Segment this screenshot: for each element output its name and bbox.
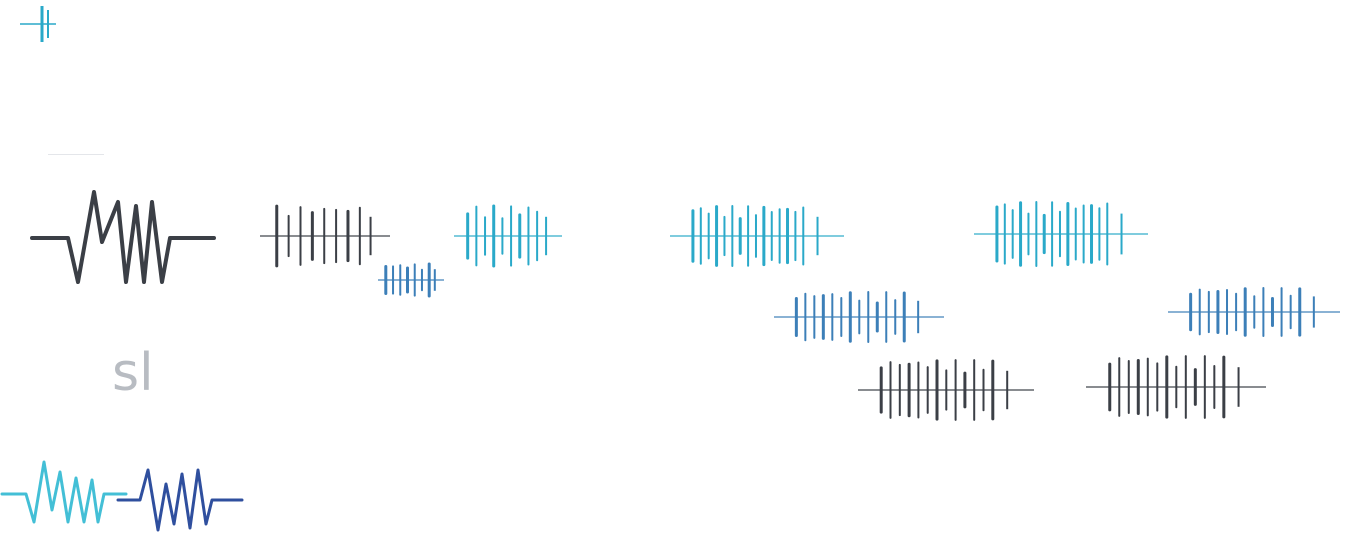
text-fragment: sl: [112, 343, 154, 403]
waveform-sprite-dark-2: [858, 359, 1034, 421]
waveform-sprite-blue-small: [378, 262, 444, 298]
large-waveform-icon: [30, 190, 216, 284]
divider-line: [48, 154, 104, 155]
waveform-sprite-blue-2: [1168, 287, 1340, 337]
small-waveform-icon: [20, 6, 56, 42]
waveform-sprite-teal-3: [974, 201, 1148, 267]
waveform-sprite-blue-1: [774, 291, 944, 343]
waveform-sprite-dark-3: [1086, 355, 1266, 419]
waveform-sprite-teal-1: [454, 204, 562, 268]
waveform-pair-icon: [0, 460, 244, 532]
waveform-sprite-teal-2: [670, 205, 844, 267]
waveform-sprite-dark-1: [260, 204, 390, 268]
